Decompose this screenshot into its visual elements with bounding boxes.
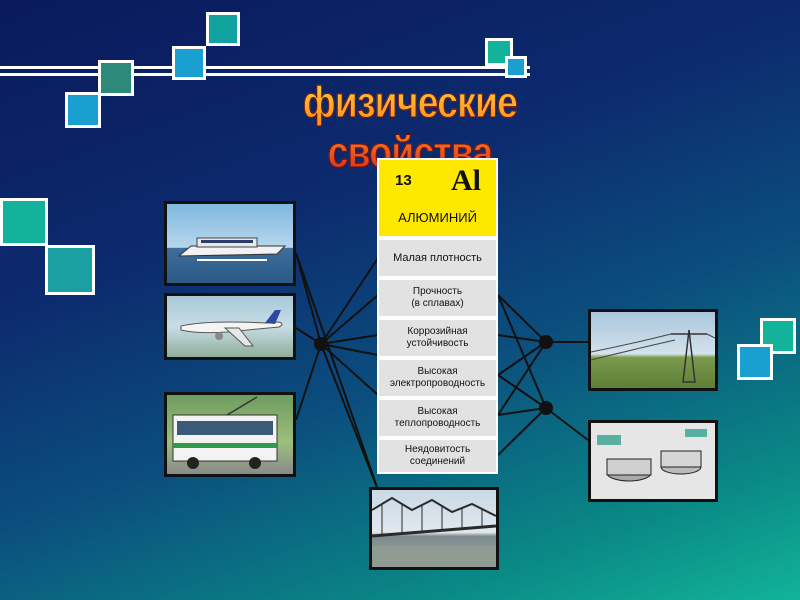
element-symbol: Al bbox=[451, 164, 481, 197]
airplane-illustration bbox=[180, 310, 283, 347]
property-electric: Высокая электропроводность bbox=[377, 358, 498, 398]
property-density: Малая плотность bbox=[377, 238, 498, 278]
connector-line bbox=[497, 407, 547, 456]
connector-line bbox=[295, 252, 322, 345]
connector-line bbox=[497, 407, 547, 416]
cookware-illustration bbox=[591, 423, 715, 499]
hub-node bbox=[539, 401, 553, 415]
connector-line bbox=[320, 334, 379, 345]
decor-line-top bbox=[0, 66, 530, 69]
trolleybus-illustration bbox=[172, 396, 278, 469]
connector-line bbox=[497, 374, 547, 409]
connector-line bbox=[497, 294, 547, 409]
property-nontoxic: Неядовитость соединений bbox=[377, 438, 498, 474]
connector-line bbox=[545, 407, 589, 441]
element-name: АЛЮМИНИЙ bbox=[398, 210, 477, 225]
connector-line bbox=[497, 294, 547, 343]
connector-line bbox=[295, 252, 379, 491]
decor-square bbox=[45, 245, 95, 295]
connector-line bbox=[295, 343, 322, 421]
element-card: 13 Al АЛЮМИНИЙ bbox=[377, 158, 498, 238]
power-line-photo bbox=[588, 309, 718, 391]
decor-square bbox=[172, 46, 206, 80]
connector-line bbox=[497, 334, 547, 343]
bridge-illustration bbox=[372, 496, 496, 567]
trolleybus-photo bbox=[164, 392, 296, 477]
property-thermal: Высокая теплопроводность bbox=[377, 398, 498, 438]
connector-line bbox=[320, 294, 379, 345]
connector-line bbox=[320, 257, 379, 345]
decor-square bbox=[0, 198, 48, 246]
decor-square bbox=[65, 92, 101, 128]
decor-square bbox=[206, 12, 240, 46]
connector-line bbox=[320, 343, 379, 396]
hub-node bbox=[539, 335, 553, 349]
property-corrosion: Коррозийная устойчивость bbox=[377, 318, 498, 358]
decor-line-top-2 bbox=[0, 73, 530, 76]
decor-square bbox=[505, 56, 527, 78]
power-line-illustration bbox=[591, 329, 715, 383]
property-strength: Прочность (в сплавах) bbox=[377, 278, 498, 318]
decor-square bbox=[737, 344, 773, 380]
cookware-photo bbox=[588, 420, 718, 502]
bridge-photo bbox=[369, 487, 499, 570]
connector-line bbox=[320, 343, 379, 491]
airplane-photo bbox=[164, 293, 296, 360]
hub-node bbox=[314, 337, 328, 351]
atomic-number: 13 bbox=[395, 172, 412, 189]
decor-square bbox=[98, 60, 134, 96]
boat-illustration bbox=[177, 237, 287, 261]
connector-line bbox=[320, 343, 379, 356]
connector-line bbox=[497, 341, 547, 416]
connector-line bbox=[497, 341, 547, 376]
hydrofoil-boat-photo bbox=[164, 201, 296, 286]
